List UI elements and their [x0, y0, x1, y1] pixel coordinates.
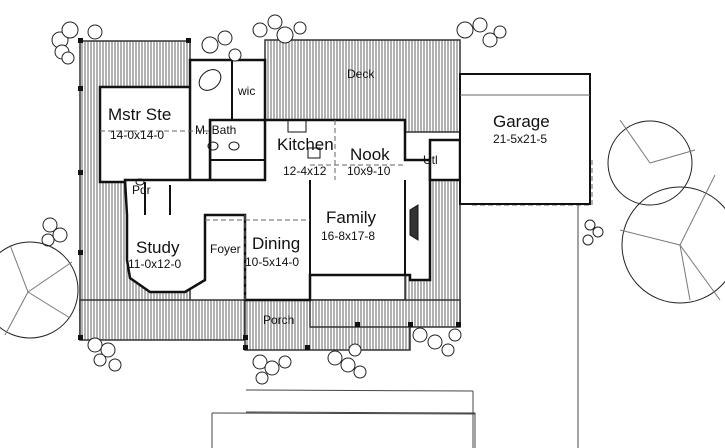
room-dims-dining: 10-5x14-0: [245, 255, 300, 269]
room-dims-study: 11-0x12-0: [128, 257, 182, 271]
room-label-mstr-ste: Mstr Ste: [108, 105, 172, 124]
room-label-garage: Garage: [493, 112, 550, 131]
room-label-deck: Deck: [347, 67, 375, 81]
room-label-study: Study: [136, 238, 180, 257]
room-label-nook: Nook: [350, 145, 390, 164]
room-dims-mstr-ste: 14-0x14-0: [110, 128, 165, 142]
room-label-pdr: Pdr: [132, 183, 151, 197]
room-label-wic: wic: [238, 84, 256, 98]
room-label-porch: Porch: [263, 313, 295, 327]
room-label-foyer: Foyer: [210, 242, 241, 256]
garage: [459, 73, 591, 205]
room-dims-garage: 21-5x21-5: [493, 132, 548, 146]
posts: [78, 38, 461, 350]
room-label-family: Family: [326, 208, 377, 227]
fixtures: [135, 69, 419, 241]
deck: [264, 39, 461, 133]
room-dims-nook: 10x9-10: [347, 164, 391, 178]
room-label-dining: Dining: [252, 234, 301, 253]
room-label-kitchen: Kitchen: [277, 135, 334, 154]
room-label-m-bath: M. Bath: [195, 123, 237, 137]
interior-walls: [144, 60, 406, 280]
landscaping: [0, 14, 725, 385]
room-dims-family: 16-8x17-8: [321, 229, 376, 243]
room-dims-kitchen: 12-4x12: [283, 164, 327, 178]
site-lines: [211, 205, 579, 448]
room-label-utl: Utl: [423, 153, 438, 167]
